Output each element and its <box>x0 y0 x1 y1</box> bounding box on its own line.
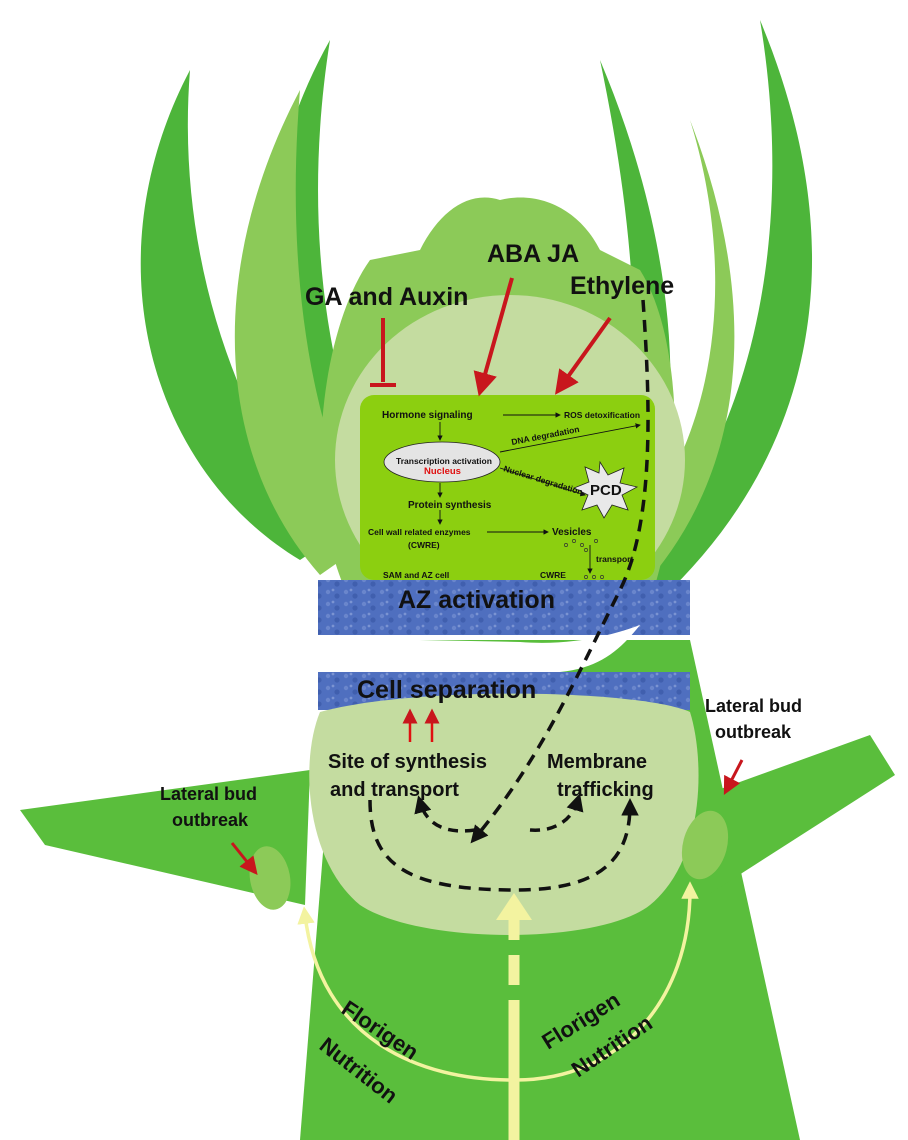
lateral-bud-right-line1: Lateral bud <box>705 696 802 716</box>
transport-label: transport <box>596 554 633 564</box>
membrane-trafficking-line2: trafficking <box>557 779 654 801</box>
ros-detox-label: ROS detoxification <box>564 410 640 420</box>
transcription-activation-label: Transcription activation <box>396 456 492 466</box>
lower-pale-circle <box>309 694 698 935</box>
cell-wall-enzymes-label: Cell wall related enzymes <box>368 527 471 537</box>
cwre-paren-label: (CWRE) <box>408 540 440 550</box>
lateral-bud-right-line2: outbreak <box>715 722 792 742</box>
ethylene-label: Ethylene <box>570 272 674 300</box>
ga-auxin-label: GA and Auxin <box>305 283 468 311</box>
cell-separation-label: Cell separation <box>357 676 536 704</box>
membrane-trafficking-line1: Membrane <box>547 751 647 773</box>
az-activation-label: AZ activation <box>398 586 555 614</box>
site-synthesis-line1: Site of synthesis <box>328 751 487 773</box>
pcd-label: PCD <box>590 482 622 499</box>
vesicles-label: Vesicles <box>552 527 592 538</box>
cwre-label: CWRE <box>540 570 566 580</box>
lateral-bud-left-line2: outbreak <box>172 810 249 830</box>
hormone-signaling-label: Hormone signaling <box>382 410 473 421</box>
sam-az-cell-label: SAM and AZ cell <box>383 570 449 580</box>
site-synthesis-line2: and transport <box>330 779 459 801</box>
protein-synthesis-label: Protein synthesis <box>408 500 492 511</box>
lateral-bud-left-line1: Lateral bud <box>160 784 257 804</box>
aba-ja-label: ABA JA <box>487 240 579 268</box>
nucleus-label: Nucleus <box>424 466 461 477</box>
